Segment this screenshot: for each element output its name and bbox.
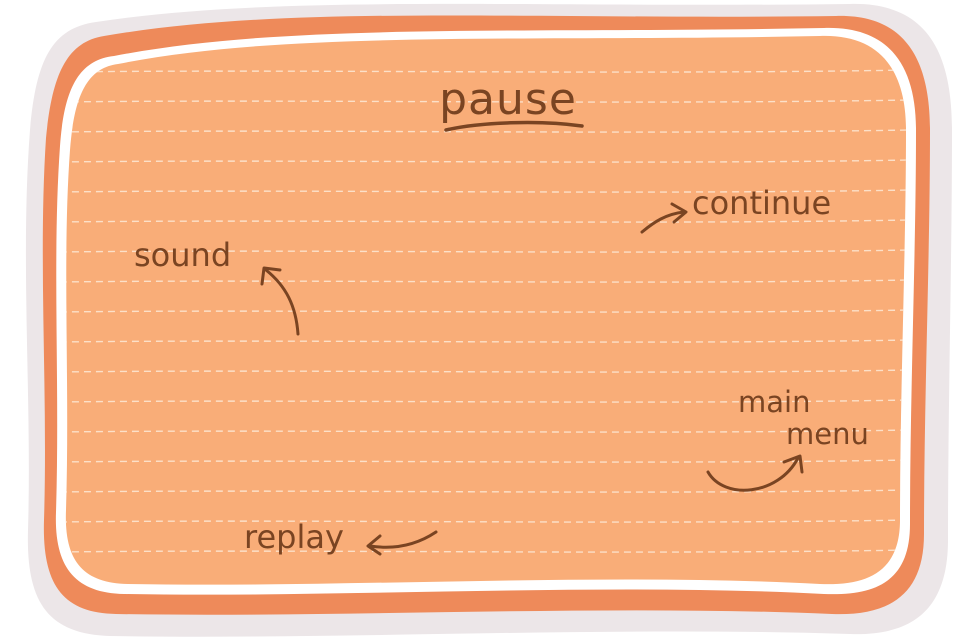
stitch-line: [65, 219, 907, 223]
stitch-lines: [65, 69, 907, 553]
replay-button[interactable]: replay: [244, 518, 438, 556]
stitch-line: [65, 489, 907, 493]
stitch-line: [65, 129, 907, 133]
main-menu-button[interactable]: main menu: [706, 385, 869, 492]
panel-fill: [65, 35, 907, 585]
stitch-line: [65, 279, 907, 283]
arrow-up-curved-icon: [260, 266, 300, 336]
sound-label: sound: [134, 236, 231, 274]
stitch-line: [65, 309, 907, 313]
main-menu-label-line2: menu: [786, 417, 869, 451]
replay-label: replay: [244, 518, 344, 556]
arrow-right-icon: [640, 202, 688, 234]
arrow-left-icon: [366, 530, 438, 556]
stitch-line: [65, 159, 907, 163]
stitch-line: [65, 99, 907, 103]
stitch-line: [65, 519, 907, 523]
title-underline: [444, 120, 584, 132]
stitch-line: [65, 249, 907, 253]
stitch-line: [65, 339, 907, 343]
stitch-line: [65, 69, 907, 73]
stitch-line: [65, 549, 907, 553]
pause-title: pause: [439, 74, 584, 132]
continue-button[interactable]: continue: [640, 184, 831, 234]
stitch-line: [65, 189, 907, 193]
stitch-line: [65, 399, 907, 403]
main-menu-label-line1: main: [738, 385, 810, 419]
continue-label: continue: [692, 184, 831, 222]
stitch-line: [65, 369, 907, 373]
stitch-line: [65, 429, 907, 433]
sound-button[interactable]: sound: [134, 236, 300, 336]
arrow-curve-up-right-icon: [706, 454, 804, 492]
pause-title-text: pause: [439, 74, 577, 125]
